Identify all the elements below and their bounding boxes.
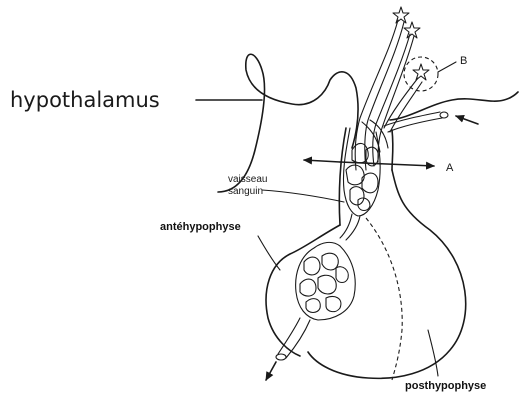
neuron-b-highlight <box>404 57 438 91</box>
neuron-cell-body-2 <box>404 22 420 38</box>
portal-vessel-2 <box>346 216 360 240</box>
neuron-cell-body-1 <box>393 7 409 23</box>
anterior-pituitary-label: antéhypophyse <box>160 221 241 233</box>
b-leader <box>438 62 456 72</box>
hormone-arrow <box>456 116 478 124</box>
outflow-vessel <box>278 318 300 354</box>
vessel-label-line2: sanguin <box>228 186 263 197</box>
outflow-vessel-2 <box>286 320 310 358</box>
hypothalamus-outline <box>218 54 358 192</box>
posterior-lobe-outline <box>308 170 466 378</box>
posterior-leader <box>428 330 438 376</box>
axon-terminal <box>440 112 448 118</box>
label-b: B <box>460 55 467 67</box>
section-arrow-a-left <box>304 160 340 162</box>
posterior-pituitary-label: posthypophyse <box>405 380 486 392</box>
outflow-vessel-end <box>276 354 286 360</box>
primary-capillary-plexus <box>343 128 380 216</box>
neuron-axons <box>355 20 442 170</box>
stalk-left-outline <box>339 128 346 225</box>
neuron-cell-body-3 <box>413 64 429 80</box>
label-a: A <box>446 162 454 174</box>
vessel-label-line1: vaisseau <box>228 174 267 185</box>
lobe-boundary <box>366 218 402 380</box>
secondary-capillary-plexus <box>296 242 356 320</box>
hypothalamus-outline-right <box>390 92 518 120</box>
portal-vessel <box>340 214 352 238</box>
outflow-arrow <box>266 362 276 380</box>
hypothalamus-label: hypothalamus <box>10 88 160 112</box>
vessel-leader <box>262 190 344 202</box>
anterior-lobe-outline <box>266 225 340 356</box>
anterior-leader <box>258 236 280 270</box>
